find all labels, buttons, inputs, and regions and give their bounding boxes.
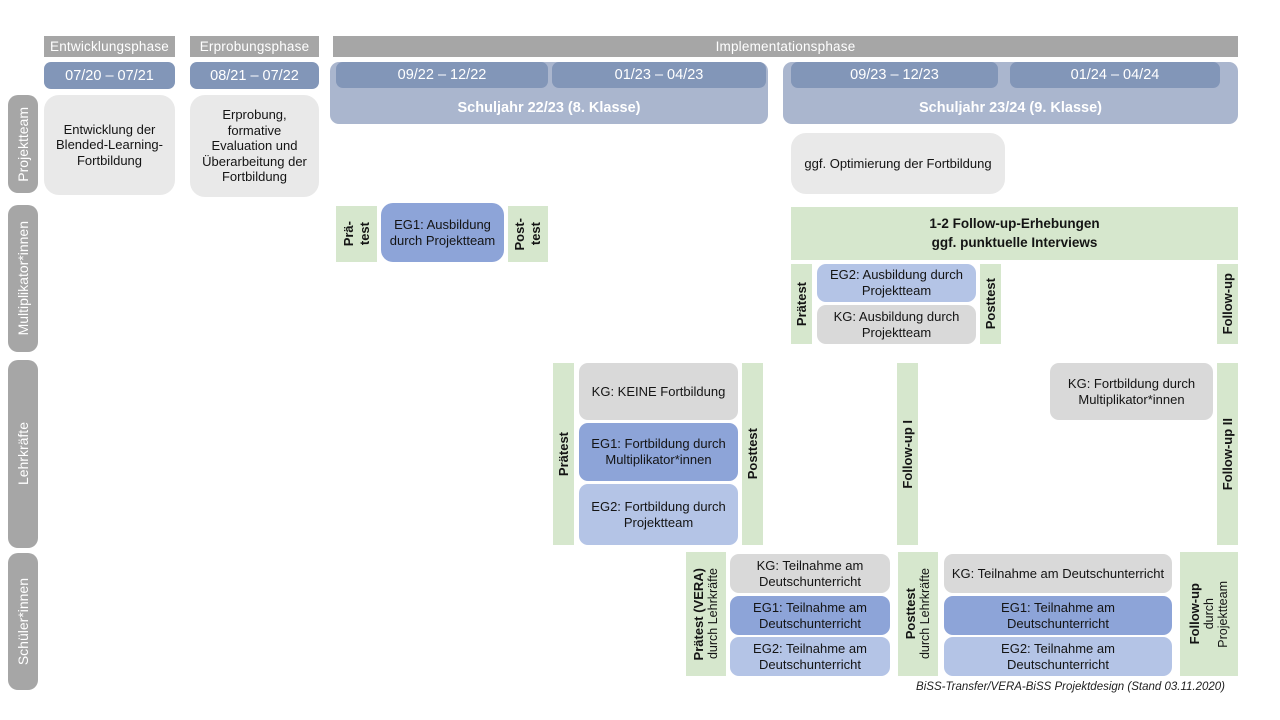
date-pill-0821-0722: 08/21 – 07/22 bbox=[190, 62, 319, 89]
box-kg-ausbildung-projektteam: KG: Ausbildung durch Projektteam bbox=[817, 305, 976, 344]
sidebar-row-multiplikatoren: Multiplikator*innen bbox=[8, 205, 38, 352]
bar-multiplikatoren-praetest2: Prätest bbox=[791, 264, 812, 344]
lehrkraefte-praetest-label: Prätest bbox=[555, 431, 571, 477]
box-optimierung-fortbildung: ggf. Optimierung der Fortbildung bbox=[791, 133, 1005, 194]
sidebar-label-schueler: Schüler*innen bbox=[14, 577, 31, 666]
bar-multiplikatoren-followup: Follow-up bbox=[1217, 264, 1238, 344]
praetest1-line1: Prä- bbox=[340, 221, 356, 247]
box-eg2-teilnahme-2: EG2: Teilnahme am Deutschunterricht bbox=[944, 637, 1172, 676]
posttest2-label: Posttest bbox=[982, 278, 998, 330]
bar-multiplikatoren-posttest1: Post- test bbox=[508, 206, 548, 262]
sidebar-label-lehrkraefte: Lehrkräfte bbox=[14, 422, 31, 486]
posttest1-line2: test bbox=[528, 222, 543, 246]
box-kg-keine-fortbildung: KG: KEINE Fortbildung bbox=[579, 363, 738, 420]
bar-multiplikatoren-posttest2: Posttest bbox=[980, 264, 1001, 344]
bar-schueler-followup: Follow-up durch Projektteam bbox=[1180, 552, 1238, 676]
followup-erhebungen-line2: ggf. punktuelle Interviews bbox=[931, 234, 1098, 250]
lehrkraefte-followup1-label: Follow-up I bbox=[899, 419, 915, 489]
bar-schueler-posttest: Posttest durch Lehrkräfte bbox=[898, 552, 938, 676]
lehrkraefte-followup2-label: Follow-up II bbox=[1219, 417, 1235, 491]
sidebar-label-multiplikatoren: Multiplikator*innen bbox=[14, 221, 31, 336]
date-pill-0124-0424: 01/24 – 04/24 bbox=[1010, 62, 1220, 88]
lehrkraefte-posttest-label: Posttest bbox=[744, 428, 760, 480]
multiplikatoren-followup-label: Follow-up bbox=[1219, 273, 1235, 335]
posttest1-line1: Post- bbox=[512, 217, 528, 251]
box-kg-teilnahme-2: KG: Teilnahme am Deutschunterricht bbox=[944, 554, 1172, 593]
box-eg1-teilnahme-1: EG1: Teilnahme am Deutschunterricht bbox=[730, 596, 890, 635]
bar-schueler-praetest-vera: Prätest (VERA) durch Lehrkräfte bbox=[686, 552, 726, 676]
date-pill-0123-0423: 01/23 – 04/23 bbox=[552, 62, 766, 88]
schueler-followup-sub2: Projektteam bbox=[1215, 580, 1230, 648]
praetest1-line2: test bbox=[356, 222, 372, 246]
sidebar-row-projektteam: Projektteam bbox=[8, 95, 38, 193]
sidebar-label-projektteam: Projektteam bbox=[14, 106, 31, 182]
followup-erhebungen-line1: 1-2 Follow-up-Erhebungen bbox=[929, 216, 1100, 232]
diagram-caption: BiSS-Transfer/VERA-BiSS Projektdesign (S… bbox=[916, 681, 1225, 693]
phase-header-erprobung: Erprobungsphase bbox=[190, 36, 319, 57]
bar-lehrkraefte-followup2: Follow-up II bbox=[1217, 363, 1238, 545]
box-kg-fortbildung-multiplikatoren: KG: Fortbildung durch Multiplikator*inne… bbox=[1050, 363, 1213, 420]
date-pill-0720-0721: 07/20 – 07/21 bbox=[44, 62, 175, 89]
box-kg-teilnahme-1: KG: Teilnahme am Deutschunterricht bbox=[730, 554, 890, 593]
bar-lehrkraefte-followup1: Follow-up I bbox=[897, 363, 918, 545]
box-eg1-teilnahme-2: EG1: Teilnahme am Deutschunterricht bbox=[944, 596, 1172, 635]
box-eg1-fortbildung-multiplikatoren: EG1: Fortbildung durch Multiplikator*inn… bbox=[579, 423, 738, 481]
sidebar-row-schueler: Schüler*innen bbox=[8, 553, 38, 690]
box-eg1-ausbildung-projektteam: EG1: Ausbildung durch Projektteam bbox=[381, 203, 504, 262]
box-eg2-ausbildung-projektteam: EG2: Ausbildung durch Projektteam bbox=[817, 264, 976, 302]
bar-lehrkraefte-posttest: Posttest bbox=[742, 363, 763, 545]
schueler-praetest-main: Prätest (VERA) bbox=[690, 567, 706, 661]
schueler-praetest-sub: durch Lehrkräfte bbox=[706, 568, 721, 660]
phase-header-entwicklung: Entwicklungsphase bbox=[44, 36, 175, 57]
box-entwicklung-fortbildung: Entwicklung der Blended-Learning-Fortbil… bbox=[44, 95, 175, 195]
sidebar-row-lehrkraefte: Lehrkräfte bbox=[8, 360, 38, 548]
box-erprobung-evaluation: Erprobung, formative Evaluation und Über… bbox=[190, 95, 319, 197]
schueler-followup-sub1: durch bbox=[1201, 598, 1216, 630]
box-eg2-fortbildung-projektteam: EG2: Fortbildung durch Projektteam bbox=[579, 484, 738, 545]
schueler-followup-main: Follow-up bbox=[1187, 583, 1203, 645]
date-pill-0922-1222: 09/22 – 12/22 bbox=[336, 62, 548, 88]
bar-lehrkraefte-praetest: Prätest bbox=[553, 363, 574, 545]
box-followup-erhebungen: 1-2 Follow-up-Erhebungen ggf. punktuelle… bbox=[791, 207, 1238, 260]
schueler-posttest-main: Posttest bbox=[902, 588, 918, 640]
box-eg2-teilnahme-1: EG2: Teilnahme am Deutschunterricht bbox=[730, 637, 890, 676]
bar-multiplikatoren-praetest1: Prä- test bbox=[336, 206, 377, 262]
date-pill-0923-1223: 09/23 – 12/23 bbox=[791, 62, 998, 88]
schueler-posttest-sub: durch Lehrkräfte bbox=[918, 568, 933, 660]
praetest2-label: Prätest bbox=[793, 281, 809, 327]
phase-header-implementation: Implementationsphase bbox=[333, 36, 1238, 57]
